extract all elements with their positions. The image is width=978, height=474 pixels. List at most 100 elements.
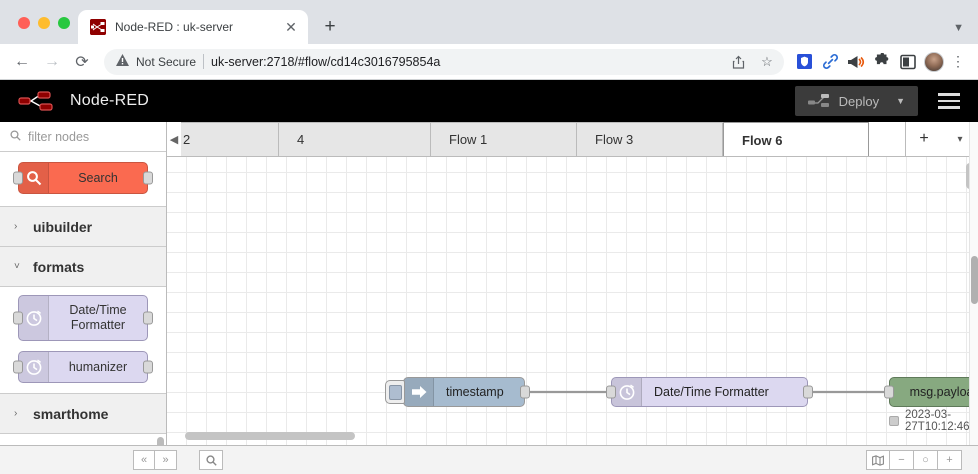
node-red-footer: « » − ○ + <box>0 445 978 474</box>
header-actions: Deploy ▼ <box>794 80 978 122</box>
main-menu-icon[interactable] <box>918 93 978 109</box>
node-red-logo: Node-RED <box>18 88 149 114</box>
node-output-port[interactable] <box>520 385 530 399</box>
palette-node-search[interactable]: Search <box>13 162 153 194</box>
navigator-map-icon[interactable] <box>866 450 890 470</box>
clock-icon <box>19 352 49 382</box>
flow-tab-bar: ◀ 2 4 Flow 1 Flow 3 <box>167 122 978 157</box>
node-red-body: filter nodes Search <box>0 122 978 445</box>
flow-tab-label: Flow 6 <box>742 132 783 148</box>
flow-tab-flow-3[interactable]: Flow 3 <box>577 122 723 156</box>
share-icon[interactable] <box>727 51 749 73</box>
flow-node-label: Date/Time Formatter <box>654 385 769 399</box>
collapse-all-button[interactable]: « <box>133 450 155 470</box>
address-bar[interactable]: Not Secure uk-server:2718/#flow/cd14c301… <box>104 48 784 75</box>
filter-placeholder: filter nodes <box>28 129 90 144</box>
node-input-port[interactable] <box>884 385 894 399</box>
security-status-label: Not Secure <box>136 54 197 69</box>
status-text: 2023-03-27T10:12:46.986Z <box>905 409 978 433</box>
palette-category-label: formats <box>33 258 85 275</box>
flow-node-label: timestamp <box>446 385 504 399</box>
zoom-reset-button[interactable]: ○ <box>914 450 938 470</box>
avatar[interactable] <box>922 50 946 74</box>
flow-node-debug[interactable]: msg.payload <box>884 377 978 407</box>
palette-node-group-formats: Date/Time Formatter humanizer <box>0 287 166 394</box>
palette-node-datetime-formatter[interactable]: Date/Time Formatter <box>13 295 153 341</box>
palette-scroll-area: Search › uibuilder ˅ formats <box>0 152 166 445</box>
node-input-port[interactable] <box>606 385 616 399</box>
megaphone-icon[interactable] <box>844 50 868 74</box>
node-input-port[interactable] <box>13 171 23 185</box>
search-icon <box>19 163 49 193</box>
bookmark-star-icon[interactable]: ☆ <box>761 53 773 69</box>
add-flow-button[interactable]: + <box>919 130 929 147</box>
node-output-port[interactable] <box>803 385 813 399</box>
flow-tab-4[interactable]: 4 <box>279 122 431 156</box>
palette-category-formats[interactable]: ˅ formats <box>0 247 166 287</box>
page-scrollbar[interactable] <box>969 122 978 445</box>
palette-category-uibuilder[interactable]: › uibuilder <box>0 207 166 247</box>
chevron-right-icon: › <box>14 408 18 419</box>
search-flows-button[interactable] <box>199 450 223 470</box>
chevron-right-icon: › <box>14 221 18 232</box>
deploy-main[interactable]: Deploy <box>797 93 893 109</box>
deploy-caret-icon[interactable]: ▼ <box>896 96 905 106</box>
flow-canvas[interactable]: timestamp Date/Time Formatter <box>167 157 978 445</box>
palette-scrollbar[interactable] <box>157 437 164 445</box>
flow-tab-label: 2 <box>183 132 191 147</box>
browser-menu-icon[interactable]: ⋮ <box>951 52 965 69</box>
back-button[interactable]: ← <box>14 52 30 70</box>
palette-node-label: Date/Time Formatter <box>69 303 127 332</box>
deploy-icon <box>807 94 829 107</box>
node-red-header: Node-RED Deploy ▼ <box>0 80 978 122</box>
deploy-button[interactable]: Deploy ▼ <box>794 86 918 116</box>
palette-category-label: uibuilder <box>33 218 93 235</box>
flow-tab-flow-1[interactable]: Flow 1 <box>431 122 577 156</box>
clock-icon <box>612 378 642 406</box>
node-red-favicon <box>90 19 106 35</box>
expand-all-button[interactable]: » <box>155 450 177 470</box>
flow-list-chevron-icon[interactable]: ▾ <box>957 133 963 145</box>
window-traffic-lights <box>0 17 70 44</box>
minimize-window-button[interactable] <box>38 17 50 29</box>
filter-nodes-input[interactable]: filter nodes <box>0 122 166 152</box>
puzzle-icon[interactable] <box>870 50 894 74</box>
zoom-in-button[interactable]: + <box>938 450 962 470</box>
forward-button[interactable]: → <box>44 52 60 70</box>
palette-sidebar: filter nodes Search <box>0 122 167 445</box>
shield-icon[interactable] <box>792 50 816 74</box>
reload-button[interactable]: ⟳ <box>75 53 89 71</box>
browser-tab[interactable]: Node-RED : uk-server ✕ <box>78 10 308 44</box>
node-output-port[interactable] <box>143 311 153 325</box>
tab-list-chevron-icon[interactable]: ▼ <box>953 22 964 34</box>
zoom-out-button[interactable]: − <box>890 450 914 470</box>
close-tab-icon[interactable]: ✕ <box>285 19 297 35</box>
debug-node-status: 2023-03-27T10:12:46.986Z <box>889 409 978 433</box>
flow-tabs: 2 4 Flow 1 Flow 3 Flow 6 <box>181 122 905 156</box>
palette-category-smarthome[interactable]: › smarthome <box>0 394 166 434</box>
clock-icon <box>19 296 49 340</box>
scroll-tabs-left-icon[interactable]: ◀ <box>167 122 181 156</box>
close-window-button[interactable] <box>18 17 30 29</box>
flow-node-label: msg.payload <box>909 385 978 399</box>
url-text: uk-server:2718/#flow/cd14c3016795854a <box>211 54 441 69</box>
node-input-port[interactable] <box>13 360 23 374</box>
flow-tab-2[interactable]: 2 <box>181 122 279 156</box>
flow-node-datetime-formatter[interactable]: Date/Time Formatter <box>606 377 813 407</box>
node-output-port[interactable] <box>143 360 153 374</box>
link-icon[interactable] <box>818 50 842 74</box>
sidepanel-icon[interactable] <box>896 50 920 74</box>
flow-node-timestamp[interactable]: timestamp <box>385 377 530 407</box>
palette-node-group-search: Search <box>0 152 166 207</box>
search-icon <box>10 129 21 144</box>
maximize-window-button[interactable] <box>58 17 70 29</box>
inject-trigger-button[interactable] <box>385 380 405 404</box>
canvas-horizontal-scrollbar[interactable] <box>185 432 355 440</box>
node-output-port[interactable] <box>143 171 153 185</box>
footer-search-group <box>199 450 223 470</box>
flow-tab-flow-6[interactable]: Flow 6 <box>723 122 869 156</box>
new-tab-button[interactable]: + <box>324 16 336 37</box>
palette-node-humanizer[interactable]: humanizer <box>13 351 153 383</box>
node-input-port[interactable] <box>13 311 23 325</box>
